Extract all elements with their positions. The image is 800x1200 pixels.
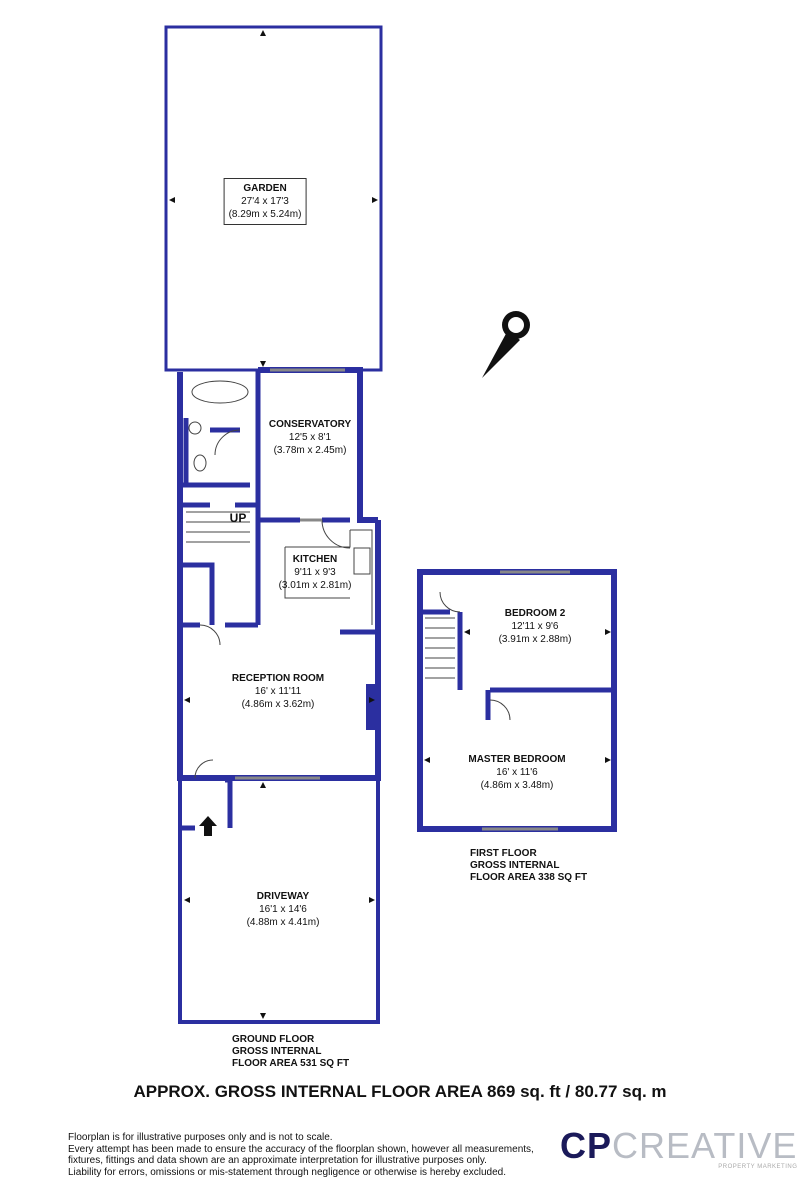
hob-icon (353, 547, 371, 575)
floor-area-label: GROSS INTERNAL (470, 860, 560, 871)
room-dimensions-metric: (4.88m x 4.41m) (246, 917, 320, 928)
driveway-boundary (178, 778, 380, 1024)
room-dimensions-imperial: 16' x 11'6 (496, 767, 538, 778)
ground-floor-area-note: GROUND FLOOR GROSS INTERNAL FLOOR AREA 5… (232, 1034, 349, 1070)
room-label-driveway: DRIVEWAY 16'1 x 14'6 (4.88m x 4.41m) (247, 890, 320, 929)
kitchen-counter (284, 529, 373, 625)
room-dimensions-metric: (4.86m x 3.62m) (241, 699, 315, 710)
disclaimer-line: Floorplan is for illustrative purposes o… (68, 1132, 333, 1143)
room-dimensions-imperial: 16' x 11'11 (254, 686, 302, 697)
room-label-kitchen: KITCHEN 9'11 x 9'3 (3.01m x 2.81m) (279, 553, 352, 592)
room-name: CONSERVATORY (268, 419, 352, 430)
room-dimensions-imperial: 12'5 x 8'1 (288, 432, 332, 443)
room-label-bedroom-2: BEDROOM 2 12'11 x 9'6 (3.91m x 2.88m) (499, 607, 572, 646)
room-dimensions-imperial: 16'1 x 14'6 (259, 904, 307, 915)
dimension-arrows (169, 30, 611, 1019)
logo-creative: CREATIVE (612, 1125, 798, 1166)
disclaimer-line: Every attempt has been made to ensure th… (68, 1143, 534, 1155)
room-label-master-bedroom: MASTER BEDROOM 16' x 11'6 (4.86m x 3.48m… (468, 753, 565, 792)
room-name: GARDEN (243, 183, 287, 194)
room-name: RECEPTION ROOM (231, 673, 325, 684)
door-swings (194, 429, 511, 779)
disclaimer-line: fixtures, fittings and data shown are an… (68, 1155, 487, 1166)
room-label-conservatory: CONSERVATORY 12'5 x 8'1 (3.78m x 2.45m) (269, 418, 351, 457)
stairs-up-label: UP (229, 511, 247, 525)
room-name: MASTER BEDROOM (468, 754, 566, 765)
room-dimensions-imperial: 12'11 x 9'6 (511, 621, 559, 632)
first-floor-area-note: FIRST FLOOR GROSS INTERNAL FLOOR AREA 33… (470, 848, 587, 884)
room-dimensions-metric: (3.78m x 2.45m) (273, 445, 347, 456)
floor-area-label: GROSS INTERNAL (232, 1046, 322, 1057)
north-compass-icon (482, 311, 530, 378)
logo-cp: CP (560, 1125, 613, 1166)
room-dimensions-metric: (3.01m x 2.81m) (278, 580, 352, 591)
room-dimensions-metric: (3.91m x 2.88m) (498, 634, 572, 645)
floor-area-value: FLOOR AREA 338 SQ FT (470, 872, 588, 883)
windows (235, 368, 570, 831)
entrance-arrow-icon (199, 816, 217, 836)
room-name: DRIVEWAY (256, 891, 310, 902)
floor-name: GROUND FLOOR (232, 1034, 315, 1045)
basin-icon (188, 421, 202, 435)
floor-name: FIRST FLOOR (470, 848, 537, 859)
room-label-garden: GARDEN 27'4 x 17'3 (8.29m x 5.24m) (223, 178, 307, 225)
logo-tagline: PROPERTY MARKETING (718, 1164, 798, 1170)
first-floor-interior (420, 609, 614, 720)
room-dimensions-metric: (4.86m x 3.48m) (480, 780, 554, 791)
bath-icon (191, 380, 249, 404)
total-floor-area: APPROX. GROSS INTERNAL FLOOR AREA 869 sq… (133, 1082, 667, 1101)
room-label-reception: RECEPTION ROOM 16' x 11'11 (4.86m x 3.62… (232, 672, 324, 711)
interior-walls (180, 370, 378, 831)
room-name: KITCHEN (292, 554, 338, 565)
stairs-icon (186, 511, 250, 543)
room-dimensions-imperial: 9'11 x 9'3 (294, 567, 336, 578)
toilet-icon (193, 454, 207, 472)
floor-area-value: FLOOR AREA 531 SQ FT (232, 1058, 350, 1069)
cp-creative-logo: CPCREATIVE PROPERTY MARKETING (560, 1125, 798, 1171)
first-floor-stairs-icon (425, 617, 455, 679)
disclaimer-line: Liability for errors, omissions or mis-s… (68, 1166, 506, 1178)
room-name: BEDROOM 2 (504, 608, 566, 619)
fireplace (366, 684, 376, 730)
room-dimensions-metric: (8.29m x 5.24m) (228, 209, 302, 220)
disclaimer: Floorplan is for illustrative purposes o… (68, 1132, 534, 1178)
room-dimensions-imperial: 27'4 x 17'3 (241, 196, 289, 207)
